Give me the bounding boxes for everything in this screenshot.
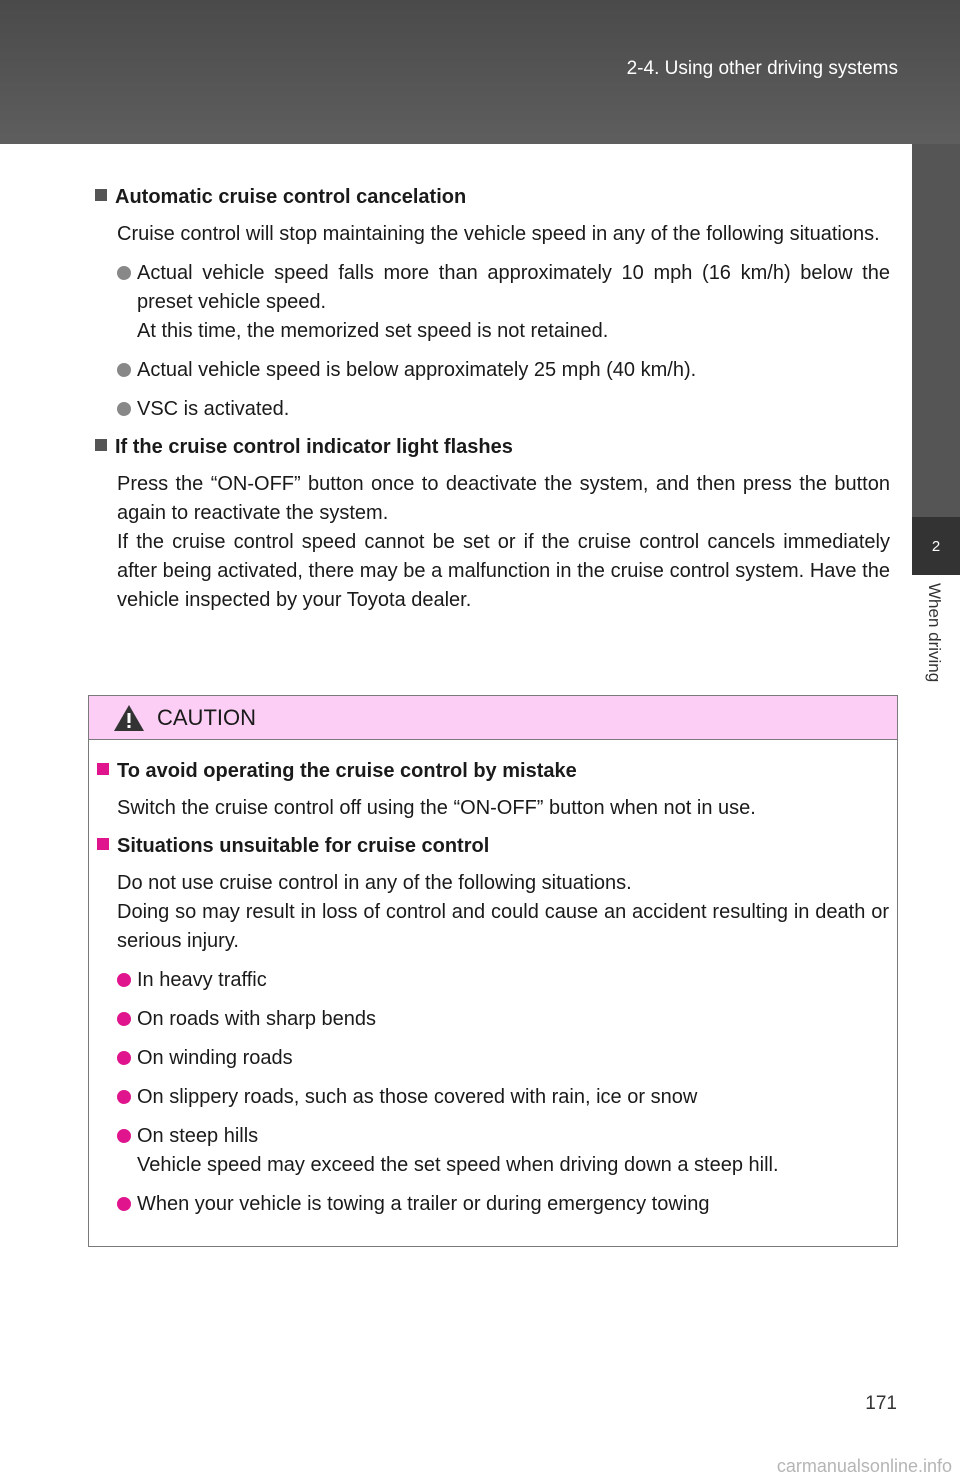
chapter-label: When driving (925, 583, 944, 683)
square-bullet-icon (97, 763, 109, 775)
caution-header: CAUTION (89, 696, 897, 740)
circle-bullet-icon (117, 1012, 131, 1026)
circle-bullet-icon (117, 1090, 131, 1104)
list-item: Actual vehicle speed is below approximat… (95, 356, 890, 385)
circle-bullet-icon (117, 266, 131, 280)
circle-bullet-icon (117, 1197, 131, 1211)
section-heading: Automatic cruise control cancelation (95, 182, 890, 212)
square-bullet-icon (97, 838, 109, 850)
page-number: 171 (865, 1393, 897, 1414)
section-title: 2-4. Using other driving systems (626, 58, 898, 79)
caution-paragraph: Switch the cruise control off using the … (117, 797, 756, 819)
circle-bullet-icon (117, 1129, 131, 1143)
circle-bullet-icon (117, 402, 131, 416)
warning-triangle-icon (114, 704, 144, 731)
circle-bullet-icon (117, 363, 131, 377)
caution-paragraph: Doing so may result in loss of control a… (117, 901, 889, 952)
section-paragraph: Press the “ON-OFF” button once to deacti… (117, 473, 890, 524)
square-bullet-icon (95, 439, 107, 451)
caution-heading: To avoid operating the cruise control by… (97, 756, 889, 786)
list-item: On roads with sharp bends (89, 1005, 889, 1034)
section-paragraph: If the cruise control speed cannot be se… (117, 531, 890, 611)
caution-box: CAUTION To avoid operating the cruise co… (88, 695, 898, 1247)
page-header: 2-4. Using other driving systems (0, 0, 960, 144)
section-intro: Cruise control will stop maintaining the… (117, 223, 880, 245)
circle-bullet-icon (117, 973, 131, 987)
chapter-number-tab: 2 (912, 517, 960, 575)
list-item: Actual vehicle speed falls more than app… (95, 259, 890, 346)
list-item: On slippery roads, such as those covered… (89, 1083, 889, 1112)
side-tab-bar (912, 144, 960, 517)
section-heading: If the cruise control indicator light fl… (95, 432, 890, 462)
list-item: When your vehicle is towing a trailer or… (89, 1190, 889, 1219)
watermark: carmanualsonline.info (776, 1456, 952, 1476)
list-item: In heavy traffic (89, 966, 889, 995)
list-item: On winding roads (89, 1044, 889, 1073)
circle-bullet-icon (117, 1051, 131, 1065)
caution-heading: Situations unsuitable for cruise control (97, 831, 889, 861)
list-item: On steep hills Vehicle speed may exceed … (89, 1122, 889, 1180)
chapter-label-tab: When driving (912, 575, 960, 895)
caution-paragraph: Do not use cruise control in any of the … (117, 872, 632, 894)
caution-title: CAUTION (157, 704, 256, 730)
main-content: Automatic cruise control cancelation Cru… (95, 182, 890, 615)
caution-body: To avoid operating the cruise control by… (89, 740, 897, 1219)
square-bullet-icon (95, 189, 107, 201)
list-item: VSC is activated. (95, 395, 890, 424)
